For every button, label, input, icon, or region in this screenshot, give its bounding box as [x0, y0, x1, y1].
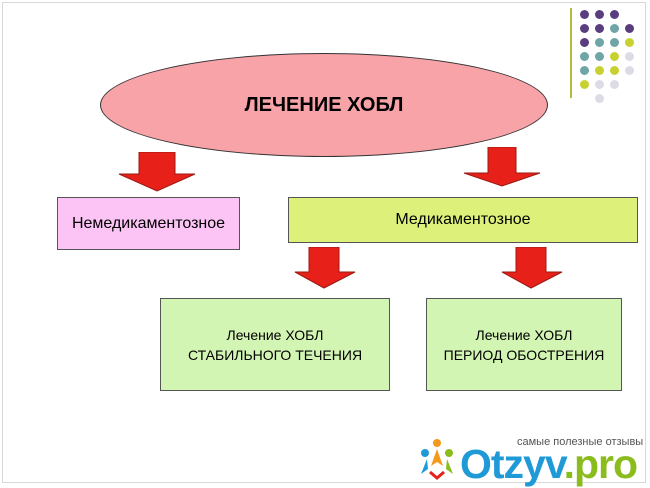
deco-dot [595, 10, 604, 19]
brand-tld: .pro [563, 441, 638, 487]
deco-dot [610, 24, 619, 33]
arrow-down-sub-left [294, 247, 356, 289]
deco-dot [595, 66, 604, 75]
deco-dot [610, 52, 619, 61]
drug-box: Медикаментозное [288, 197, 638, 243]
deco-dot [625, 24, 634, 33]
deco-dot [610, 80, 619, 89]
arrow-down-left [118, 152, 196, 192]
deco-dot [595, 38, 604, 47]
deco-dot [595, 24, 604, 33]
deco-dot [625, 66, 634, 75]
diagram-title: ЛЕЧЕНИЕ ХОБЛ [244, 93, 404, 116]
exacerbation-line-1: Лечение ХОБЛ [475, 326, 573, 343]
deco-dot [580, 52, 589, 61]
deco-vertical-line [570, 8, 572, 98]
deco-dot [610, 66, 619, 75]
deco-dot [625, 52, 634, 61]
watermark-tagline: самые полезные отзывы [517, 436, 644, 448]
deco-dot [580, 66, 589, 75]
deco-dot [580, 10, 589, 19]
people-logo-icon [421, 439, 453, 480]
brand-name: Otzyv [460, 441, 565, 487]
arrow-down-sub-right [501, 247, 563, 289]
drug-label: Медикаментозное [395, 211, 531, 228]
exacerbation-treatment-box: Лечение ХОБЛ ПЕРИОД ОБОСТРЕНИЯ [426, 298, 622, 391]
deco-dot [610, 10, 619, 19]
deco-dot [580, 38, 589, 47]
title-ellipse: ЛЕЧЕНИЕ ХОБЛ [100, 53, 548, 157]
arrow-down-right [463, 147, 541, 187]
slide-frame [2, 2, 646, 483]
stable-line-1: Лечение ХОБЛ [226, 326, 324, 343]
watermark-brand: Otzyv.pro [460, 441, 638, 488]
non-drug-box: Немедикаментозное [57, 197, 240, 250]
stable-line-2: СТАБИЛЬНОГО ТЕЧЕНИЯ [187, 346, 363, 363]
deco-dot [595, 94, 604, 103]
deco-dot [595, 52, 604, 61]
non-drug-label: Немедикаментозное [71, 214, 226, 232]
deco-dot [580, 80, 589, 89]
deco-dot [625, 38, 634, 47]
deco-dot [610, 38, 619, 47]
deco-dot [595, 80, 604, 89]
deco-dot [580, 24, 589, 33]
exacerbation-line-2: ПЕРИОД ОБОСТРЕНИЯ [443, 346, 605, 363]
stable-treatment-box: Лечение ХОБЛ СТАБИЛЬНОГО ТЕЧЕНИЯ [160, 298, 390, 391]
